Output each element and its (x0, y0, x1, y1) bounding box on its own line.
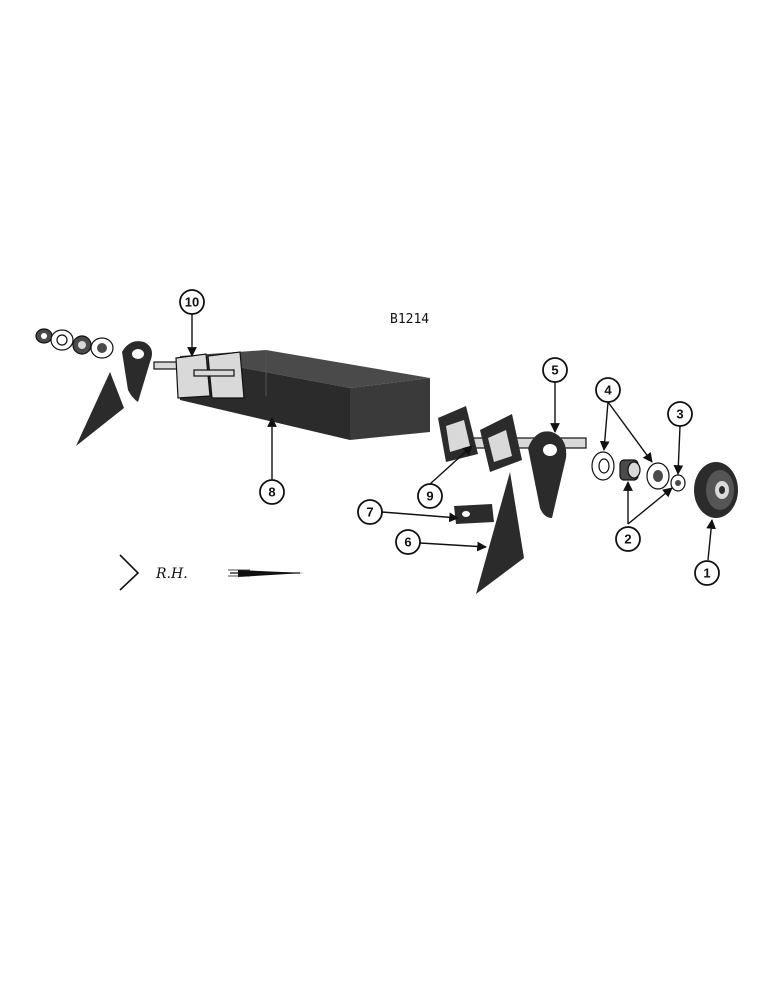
callout-6: 6 (395, 529, 421, 555)
callout-label: 2 (624, 532, 631, 547)
callout-label: 1 (703, 566, 710, 581)
washer-4a (591, 451, 615, 481)
callout-4: 4 (595, 377, 621, 403)
callout-1: 1 (694, 560, 720, 586)
left-end-hardware (35, 328, 152, 446)
left-small-nut (35, 328, 53, 344)
collar-3 (670, 474, 686, 492)
direction-chevron-icon (119, 554, 140, 591)
beam-end-face (350, 378, 430, 440)
callout-10: 10 (179, 289, 205, 315)
leader-lines (187, 314, 716, 561)
pulley-1 (694, 462, 738, 518)
bar-7 (454, 504, 494, 524)
direction-label: R.H. (155, 566, 188, 582)
callout-7: 7 (357, 499, 383, 525)
callout-label: 7 (366, 505, 373, 520)
beam-top-face (180, 350, 430, 388)
left-gusset (76, 372, 124, 446)
left-bearing (72, 335, 92, 355)
callout-label: 8 (268, 485, 275, 500)
direction-arrow-icon (228, 569, 304, 577)
drawing-code: B1214 (390, 312, 429, 327)
gusset-6 (476, 472, 524, 594)
left-bearing-plate (122, 341, 152, 402)
washer-4b (646, 462, 670, 490)
callout-label: 3 (676, 407, 683, 422)
callout-label: 10 (185, 295, 199, 310)
callout-5: 5 (542, 357, 568, 383)
bearing-plate-5 (528, 431, 567, 518)
callout-label: 5 (551, 363, 558, 378)
main-beam-assembly (153, 350, 430, 440)
callout-2: 2 (615, 526, 641, 552)
callout-label: 4 (604, 383, 612, 398)
bracket-10 (175, 351, 245, 399)
bearing-2 (619, 459, 641, 481)
callout-label: 6 (404, 535, 411, 550)
callout-9: 9 (417, 483, 443, 509)
left-washer-2 (90, 337, 114, 359)
left-washer-1 (50, 329, 74, 351)
callout-label: 9 (426, 489, 433, 504)
direction-indicator: R.H. (119, 554, 304, 591)
mounting-plates-9 (438, 406, 587, 472)
callout-8: 8 (259, 479, 285, 505)
callout-3: 3 (667, 401, 693, 427)
